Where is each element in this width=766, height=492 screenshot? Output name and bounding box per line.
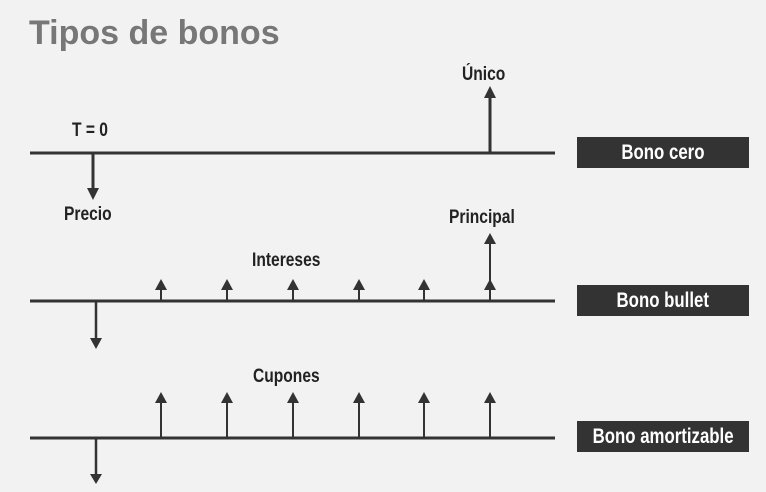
- outflow-arrow-icon: [87, 188, 99, 200]
- precio-label: Precio: [64, 204, 112, 225]
- page-title: Tipos de bonos: [29, 14, 280, 52]
- cupones-label: Cupones: [253, 366, 320, 387]
- label-bono-bullet: Bono bullet: [577, 285, 749, 316]
- t0-label: T = 0: [72, 120, 108, 141]
- label-bono-cero: Bono cero: [577, 137, 749, 168]
- inflow-arrow-icon: [484, 86, 496, 98]
- label-bono-amortizable: Bono amortizable: [577, 421, 749, 452]
- unico-label: Único: [462, 64, 506, 85]
- principal-label: Principal: [449, 207, 515, 228]
- intereses-label: Intereses: [252, 250, 321, 271]
